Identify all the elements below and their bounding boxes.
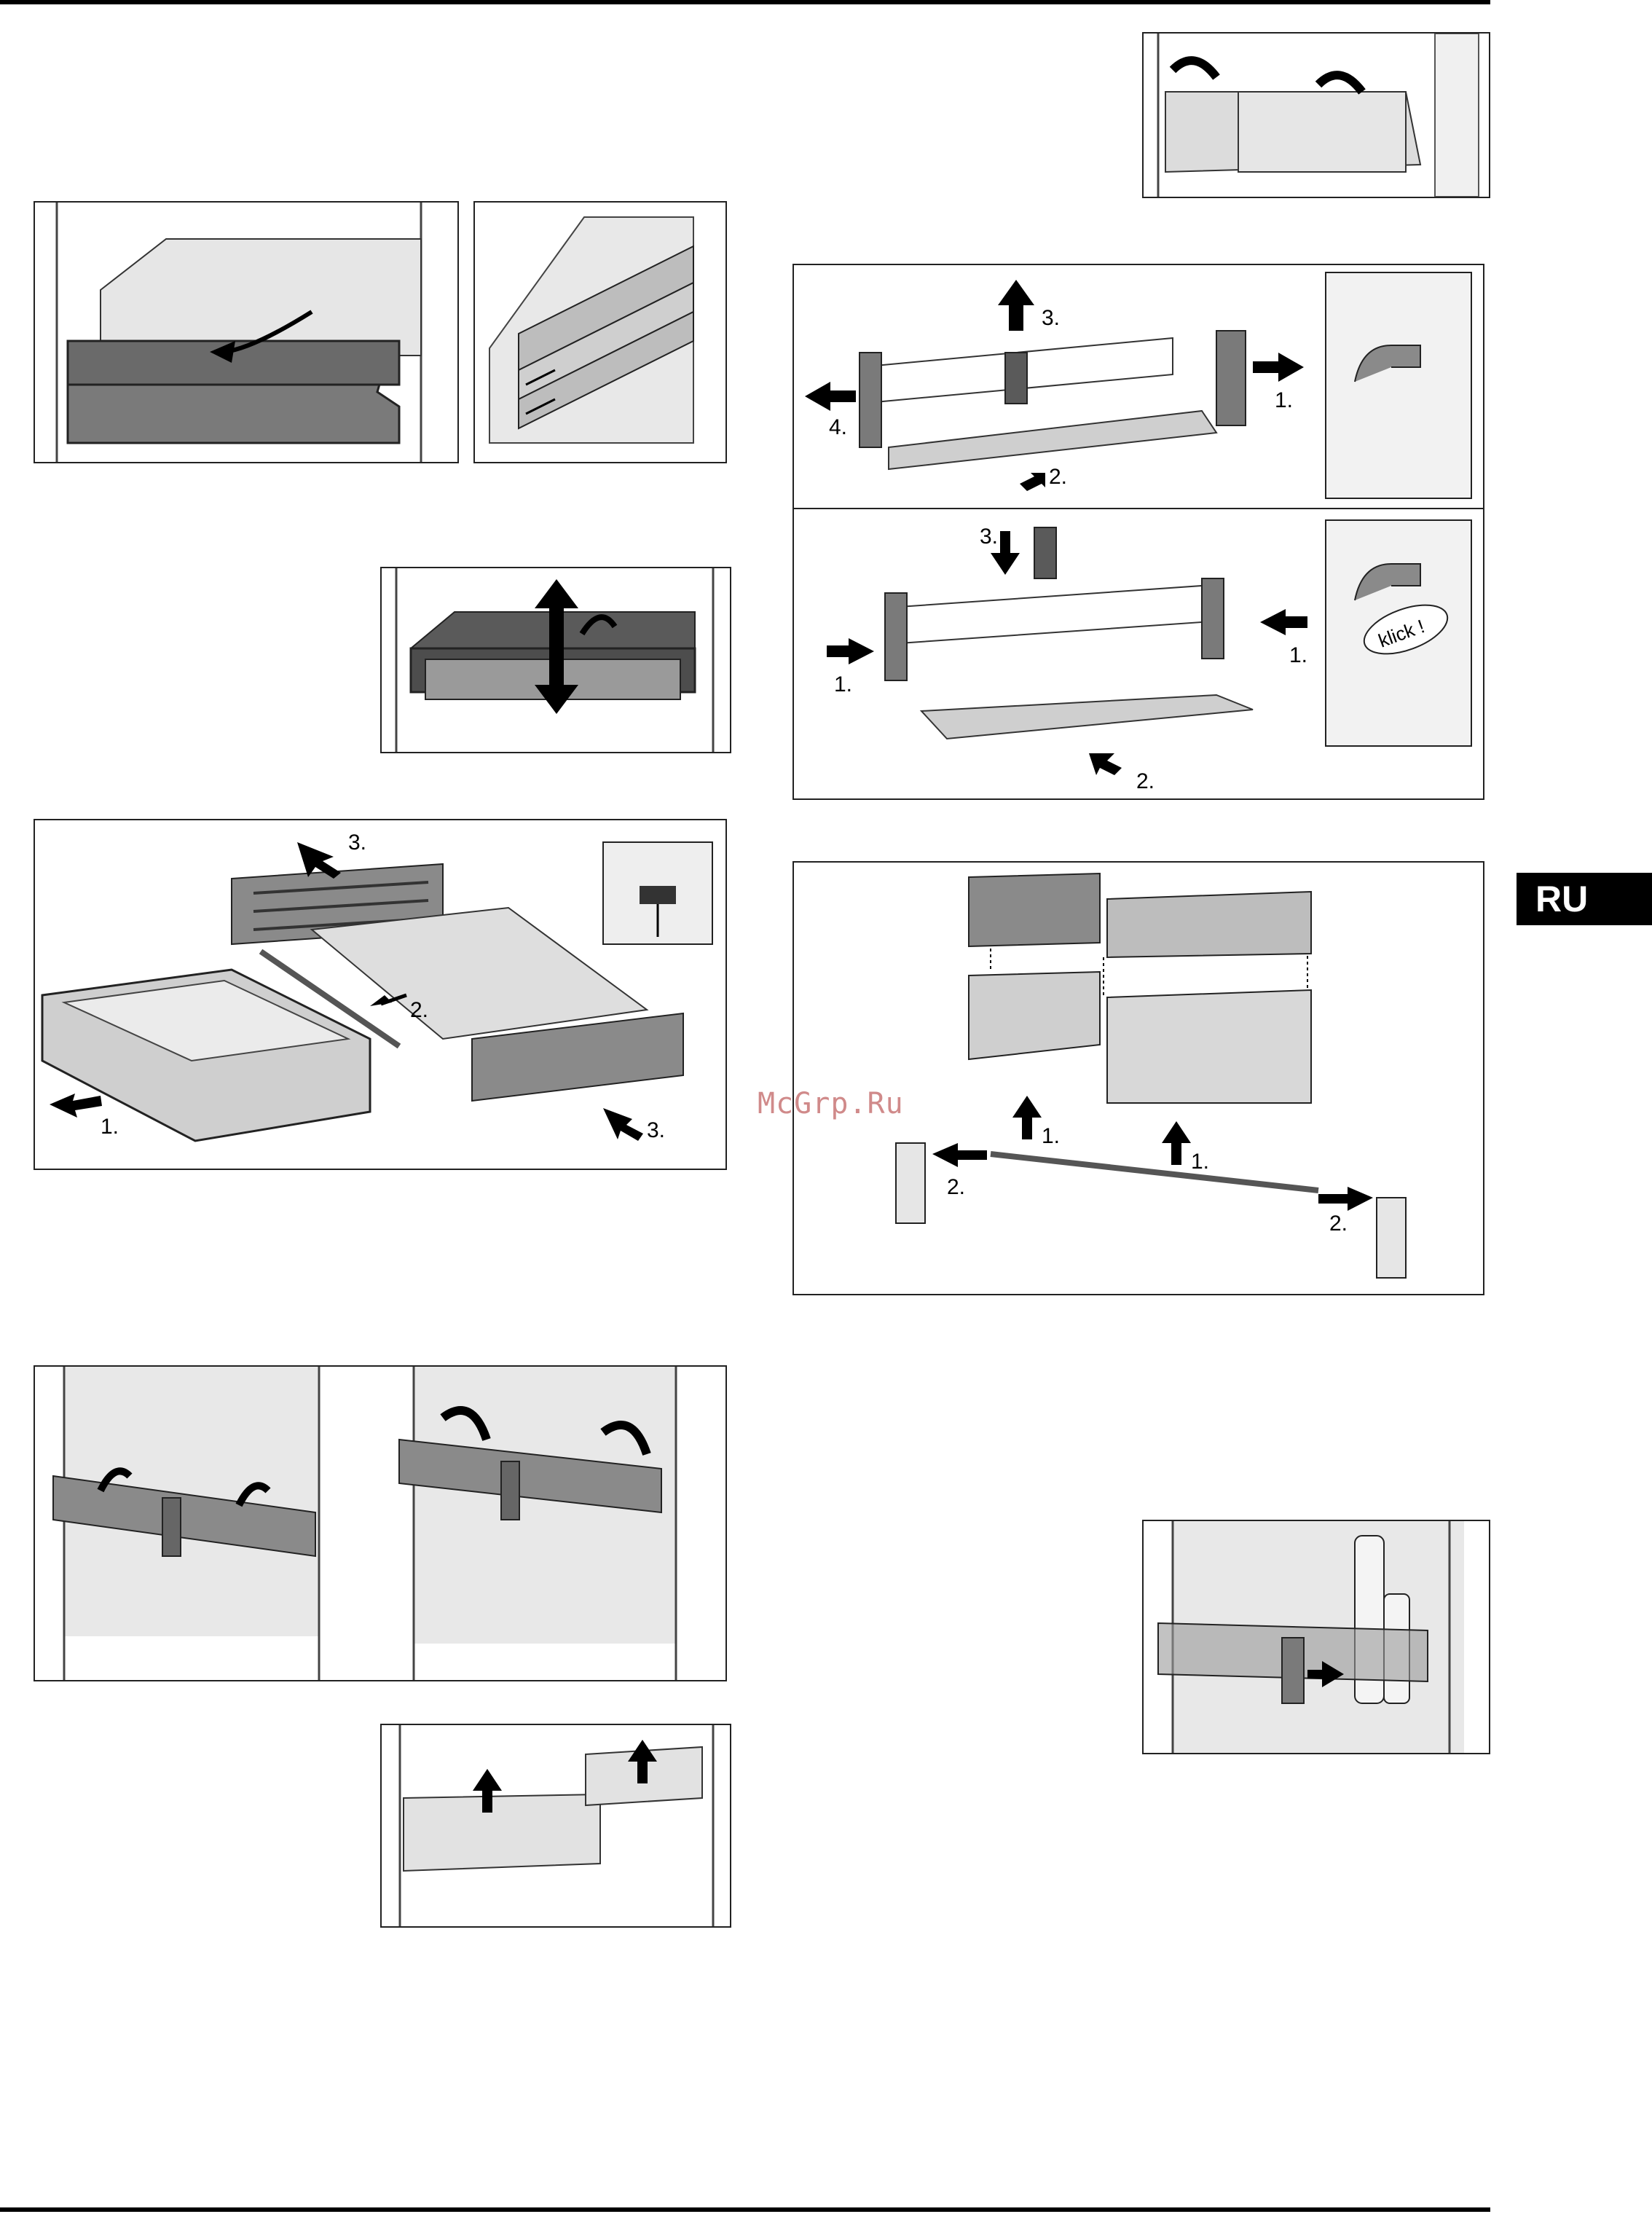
rack-as-step-2: 2. bbox=[1136, 769, 1155, 793]
label-step-3a: 3. bbox=[348, 831, 366, 855]
figure-door-rack: 3. 4. 1. 2. 3. 1. 1. 2. klick ! bbox=[792, 264, 1484, 800]
rack-dis-step-2: 2. bbox=[1049, 465, 1067, 489]
rack-dis-step-1: 1. bbox=[1275, 388, 1293, 412]
figure-bottle-holder bbox=[1142, 1520, 1490, 1754]
rack-dis-step-3: 3. bbox=[1042, 306, 1060, 330]
rack-as-step-1b: 1. bbox=[1289, 643, 1307, 667]
rack-as-step-1a: 1. bbox=[834, 672, 852, 696]
figure-drawer-lift bbox=[380, 567, 731, 753]
rack-as-step-3: 3. bbox=[980, 525, 998, 549]
label-step-2: 2. bbox=[410, 998, 428, 1022]
figure-storage-boxes-lift bbox=[380, 1724, 731, 1928]
label-step-1: 1. bbox=[101, 1115, 119, 1139]
top-rule bbox=[0, 0, 1490, 4]
figure-drawer-disassembly: 3. 2. 1. 3. bbox=[34, 819, 727, 1170]
figure-door-shelf-remove bbox=[1142, 32, 1490, 198]
label-step-3b: 3. bbox=[647, 1118, 665, 1142]
boxes-step-1a: 1. bbox=[1042, 1124, 1060, 1148]
rack-dis-step-4: 4. bbox=[829, 415, 847, 439]
watermark: McGrp.Ru bbox=[758, 1087, 904, 1120]
bottom-rule bbox=[0, 2207, 1490, 2212]
boxes-step-2a: 2. bbox=[947, 1175, 965, 1199]
figure-drawer-slide-rails bbox=[473, 201, 727, 463]
boxes-step-1b: 1. bbox=[1191, 1150, 1209, 1174]
boxes-step-2b: 2. bbox=[1329, 1212, 1348, 1236]
figure-door-shelf-lift bbox=[34, 1365, 727, 1681]
figure-vegetable-drawer-remove bbox=[34, 201, 459, 463]
language-tab: RU bbox=[1517, 873, 1652, 925]
figure-door-boxes-disassembly: 1. 1. 2. 2. bbox=[792, 861, 1484, 1295]
